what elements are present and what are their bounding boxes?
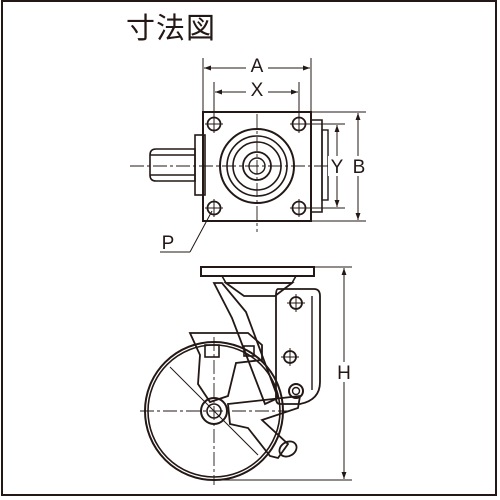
label-X: X [251, 80, 264, 101]
label-H: H [337, 363, 351, 384]
dimension-Y [304, 123, 346, 209]
dimension-H [214, 266, 355, 481]
brake-lever-top [149, 134, 206, 196]
dimension-B [311, 111, 369, 222]
leader-P [160, 210, 213, 253]
label-Y: Y [331, 157, 344, 178]
top-view [130, 56, 369, 253]
diagram-title: 寸法図 [126, 11, 217, 45]
dimension-X [213, 80, 300, 116]
brake-pedal [227, 394, 302, 460]
side-plate [200, 266, 315, 277]
label-P: P [162, 233, 175, 254]
side-view [140, 266, 355, 485]
dimension-A [202, 56, 312, 112]
label-B: B [353, 157, 366, 178]
wheel [140, 337, 290, 485]
label-A: A [251, 56, 264, 77]
top-plate [202, 111, 312, 222]
mounting-holes [205, 115, 308, 217]
